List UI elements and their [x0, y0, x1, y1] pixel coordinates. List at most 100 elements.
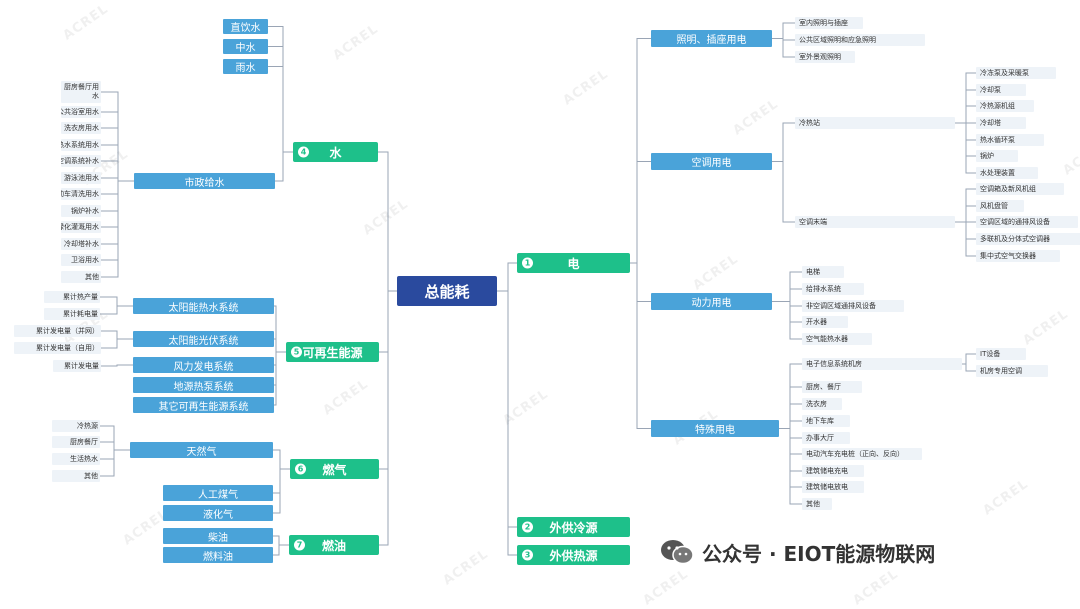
category-1-sub-1-group-0-leaf-4-label: 热水循环泵 [980, 136, 1015, 144]
connector [101, 330, 133, 340]
category-4-sub-3-leaf-0: 厨房餐厅用水 [61, 81, 101, 103]
category-1-sub-1-group-0-leaf-5-label: 锅炉 [980, 152, 994, 160]
category-1-sub-3-group-0-leaf-0: IT设备 [976, 348, 1026, 360]
category-5-sub-2-leaf-0: 累计发电量 [53, 360, 101, 372]
category-4-sub-2: 雨水 [223, 59, 268, 74]
category-4-sub-3-label: 市政给水 [184, 177, 225, 189]
connector [630, 38, 651, 264]
connector [962, 363, 976, 372]
category-6-sub-2-label: 液化气 [203, 509, 233, 521]
category-6-sub-0-leaf-0-label: 冷热源 [77, 422, 98, 430]
category-6-sub-0-label: 天然气 [186, 446, 217, 458]
category-1-sub-1-group-1-leaf-1-label: 风机盘管 [980, 202, 1008, 210]
category-1-sub-0-leaf-0-label: 室内照明与插座 [799, 19, 848, 27]
category-1-sub-1-group-0-label: 冷热站 [799, 119, 820, 127]
category-1-sub-2-leaf-1-label: 给排水系统 [806, 285, 841, 293]
connector [772, 301, 802, 323]
root-node-label: 总能耗 [424, 282, 470, 301]
category-5-sub-0: 太阳能热水系统 [133, 298, 274, 314]
connector-lines [100, 22, 976, 556]
category-4-sub-3-leaf-2: 洗衣房用水 [61, 122, 101, 134]
connector [100, 449, 130, 477]
category-1-sub-2-leaf-4-label: 空气能热水器 [806, 335, 848, 343]
category-1-sub-1-label: 空调用电 [691, 158, 732, 169]
connector [962, 353, 976, 365]
category-4-sub-3-leaf-4: 空调系统补水 [61, 155, 101, 167]
category-1-sub-3-leaf-1: 厨房、餐厅 [802, 381, 862, 393]
category-1-sub-3-leaf-6: 建筑储电充电 [802, 465, 864, 477]
category-6-sub-0-leaf-1-label: 厨房餐厅 [70, 438, 98, 446]
connector [273, 468, 290, 494]
category-1-sub-2-leaf-0-label: 电梯 [806, 268, 820, 276]
category-4-sub-3-leaf-1-label: 公共浴室用水 [61, 108, 99, 116]
category-4-sub-3-leaf-8-label: 绿化灌溉用水 [61, 223, 99, 231]
category-7-sub-1: 燃料油 [163, 547, 273, 563]
category-1-sub-3-leaf-3-label: 地下车库 [806, 417, 834, 425]
category-1-sub-1-group-1-leaf-4-label: 集中式空气交换器 [980, 252, 1036, 260]
category-4-sub-3-leaf-7: 锅炉补水 [61, 205, 101, 217]
category-4-sub-3-leaf-3: 太阳能热水系统用水 [61, 139, 101, 151]
category-1-sub-3-group-0-leaf-1: 机房专用空调 [976, 365, 1048, 377]
category-1-sub-3-leaf-5: 电动汽车充电桩（正向、反向） [802, 448, 922, 460]
category-1-sub-1-group-1: 空调末端 [795, 216, 955, 228]
category-1-sub-3-leaf-2-label: 洗衣房 [806, 400, 827, 408]
connector [273, 449, 290, 470]
category-1-sub-3-leaf-2: 洗衣房 [802, 398, 842, 410]
category-6-sub-2: 液化气 [163, 505, 273, 521]
category-5-sub-3-label: 地源热泵系统 [173, 381, 234, 393]
category-1-sub-2-leaf-0: 电梯 [802, 266, 844, 278]
category-1-sub-3-leaf-8-label: 其他 [806, 500, 820, 508]
category-5-sub-2-leaf-0-label: 累计发电量 [64, 362, 99, 370]
connector [101, 338, 133, 349]
category-5-label: 可再生能源 [302, 345, 363, 360]
category-5-sub-2-label: 风力发电系统 [173, 361, 234, 373]
category-4-sub-1: 中水 [223, 39, 268, 54]
category-7: 燃油 7 [289, 535, 379, 555]
category-1-sub-1-group-0-leaf-4: 热水循环泵 [976, 134, 1044, 146]
connector [772, 38, 795, 58]
category-5-sub-0-leaf-1: 累计耗电量 [44, 308, 100, 320]
category-1-sub-1-group-0-leaf-0-label: 冷冻泵及采暖泵 [980, 69, 1029, 77]
connector [779, 428, 802, 505]
category-1-sub-1-group-0: 冷热站 [795, 117, 955, 129]
connector [630, 161, 651, 264]
category-7-label: 燃油 [321, 538, 346, 553]
category-1-sub-1-group-1-leaf-0-label: 空调箱及新风机组 [980, 185, 1036, 193]
category-5-sub-0-leaf-0: 累计热产量 [44, 291, 100, 303]
category-6-sub-0-leaf-0: 冷热源 [52, 420, 100, 432]
category-5-sub-1-leaf-1-label: 累计发电量（自用） [36, 344, 99, 352]
category-1-sub-3-leaf-8: 其他 [802, 498, 832, 510]
category-1-sub-0-leaf-1-label: 公共区域照明和应急照明 [799, 36, 876, 44]
category-1-sub-1-group-0-leaf-3-label: 冷却塔 [980, 119, 1001, 127]
connector [772, 301, 802, 340]
connector [101, 364, 133, 367]
category-1-sub-3: 特殊用电 [651, 420, 779, 437]
connector [268, 66, 293, 153]
category-1-sub-1-group-1-leaf-0: 空调箱及新风机组 [976, 183, 1064, 195]
connector [100, 425, 130, 451]
connector [100, 296, 133, 307]
category-1-sub-2-leaf-1: 给排水系统 [802, 283, 864, 295]
category-5-sub-3: 地源热泵系统 [133, 377, 274, 393]
category-1-sub-1-group-0-leaf-2-label: 冷热源机组 [980, 102, 1015, 110]
connector [772, 288, 802, 302]
category-5-sub-1-leaf-0-label: 累计发电量（并网） [36, 327, 99, 335]
connector [101, 180, 134, 278]
category-1-sub-2-leaf-3: 开水器 [802, 316, 848, 328]
category-6-label: 燃气 [322, 462, 347, 477]
footer: 公众号 · EIOT能源物联网 [660, 537, 935, 567]
connector [955, 122, 976, 174]
category-1-label: 电 [567, 256, 580, 271]
category-6-sub-1-label: 人工煤气 [198, 489, 238, 501]
category-4-sub-3-leaf-2-label: 洗衣房用水 [64, 124, 99, 132]
category-1-sub-1-group-0-leaf-6: 水处理装置 [976, 167, 1038, 179]
category-7-sub-0: 柴油 [163, 528, 273, 544]
category-5-sub-1-leaf-0: 累计发电量（并网） [14, 325, 101, 337]
category-5-sub-1-leaf-1: 累计发电量（自用） [14, 342, 101, 354]
connector [955, 205, 976, 223]
category-1-sub-3-leaf-3: 地下车库 [802, 415, 850, 427]
category-7-number-badge: 7 [294, 539, 305, 551]
